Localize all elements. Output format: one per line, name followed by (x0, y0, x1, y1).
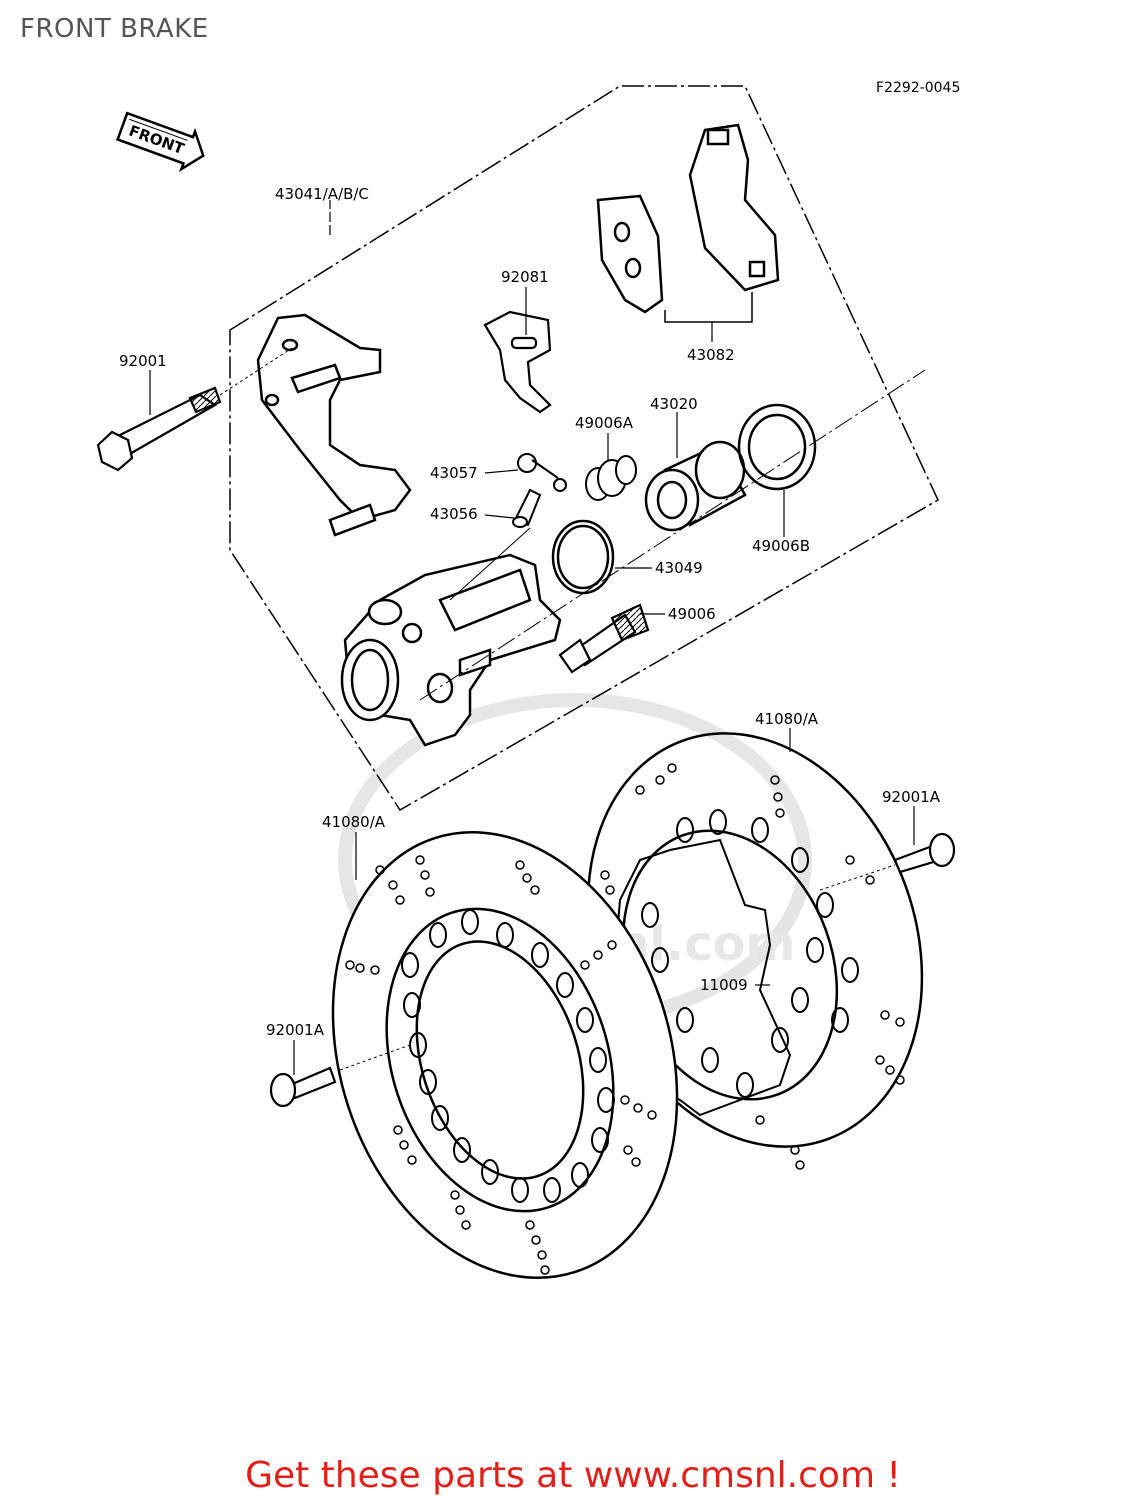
bleeder-cap (517, 453, 567, 492)
part-label-43056: 43056 (430, 505, 478, 523)
bleeder-valve (512, 488, 542, 528)
pad-spring (483, 310, 552, 414)
disc-bolt-right (893, 832, 956, 874)
footer-link[interactable]: Get these parts at www.cmsnl.com ! (245, 1455, 901, 1496)
figure-code: F2292-0045 (876, 80, 961, 96)
o-ring-43049 (551, 519, 615, 595)
part-label-92001A-left: 92001A (266, 1021, 325, 1039)
part-label-49006: 49006 (668, 605, 716, 623)
part-label-43082: 43082 (687, 346, 735, 364)
piston (644, 440, 747, 532)
part-label-43020: 43020 (650, 395, 698, 413)
brake-pad-right (688, 123, 780, 292)
part-label-41080A-right: 41080/A (755, 710, 819, 728)
caliper-body (340, 553, 562, 747)
disc-holes-left (401, 909, 615, 1203)
brake-pad-left (596, 194, 664, 314)
part-label-43049: 43049 (655, 559, 703, 577)
pin-bolt (558, 603, 650, 674)
part-label-41080A-left: 41080/A (322, 813, 386, 831)
part-label-43041: 43041/A/B/C (275, 185, 369, 203)
caliper-bracket (256, 313, 412, 537)
leader-lines (149, 287, 915, 1075)
part-label-43057: 43057 (430, 464, 478, 482)
dust-boot (585, 455, 637, 501)
disc-holes-right (641, 809, 859, 1098)
parts-diagram: www.cmsnl.com FRONT (96, 85, 956, 1280)
disc-vent-dots (345, 763, 905, 1275)
part-label-49006B: 49006B (752, 537, 810, 555)
part-label-92081: 92081 (501, 268, 549, 286)
bolt-92001 (96, 386, 222, 472)
part-label-92001: 92001 (119, 352, 167, 370)
piston-seal-49006B (737, 403, 817, 491)
part-label-11009: 11009 (700, 976, 748, 994)
caliper-assembly-frame (229, 85, 939, 812)
disc-bolt-left (269, 1066, 337, 1108)
front-arrow: FRONT (116, 111, 205, 172)
part-label-92001A-right: 92001A (882, 788, 941, 806)
page-title: FRONT BRAKE (20, 14, 209, 44)
part-label-49006A: 49006A (575, 414, 634, 432)
